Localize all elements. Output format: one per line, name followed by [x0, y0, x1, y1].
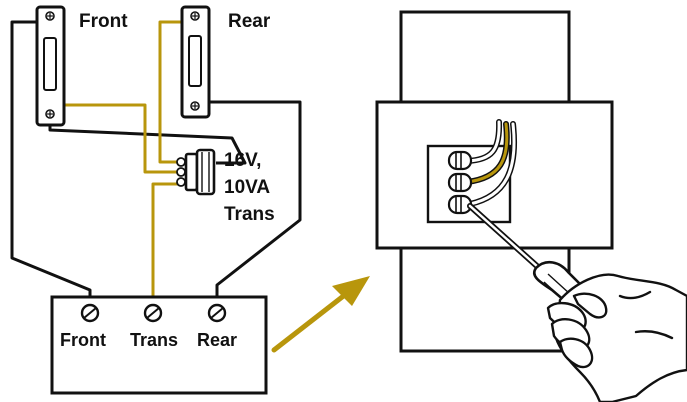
screw-terminal-icon: [447, 150, 473, 215]
wire-gold-trans: [151, 182, 182, 305]
gold-wires: [50, 20, 182, 305]
terminal-rear-screw: [207, 303, 227, 323]
arrow-icon: [271, 276, 370, 353]
transformer-label-line1: 16V,: [224, 150, 261, 171]
terminal-front-screw: [80, 303, 100, 323]
wire-rear: [208, 100, 302, 305]
install-wires: [464, 119, 517, 207]
wire-trans-front: [48, 123, 247, 165]
terminal-front-label: Front: [60, 330, 106, 350]
rear-button-label: Rear: [228, 11, 271, 32]
terminal-trans-screw: [143, 303, 163, 323]
black-wires: [10, 20, 302, 305]
rear-button: [180, 5, 211, 119]
wire-gold-front: [50, 103, 178, 174]
hand-with-screwdriver-icon: [546, 273, 687, 402]
front-button-label: Front: [79, 11, 128, 32]
transformer-label-line3: Trans: [224, 204, 275, 225]
transformer-label-line2: 10VA: [224, 177, 270, 198]
transformer-icon: [176, 148, 216, 196]
terminal-trans-label: Trans: [130, 330, 178, 350]
terminal-rear-label: Rear: [197, 330, 237, 350]
front-button: [35, 5, 66, 127]
wire-gold-rear: [158, 20, 182, 164]
wire-front: [10, 20, 92, 305]
